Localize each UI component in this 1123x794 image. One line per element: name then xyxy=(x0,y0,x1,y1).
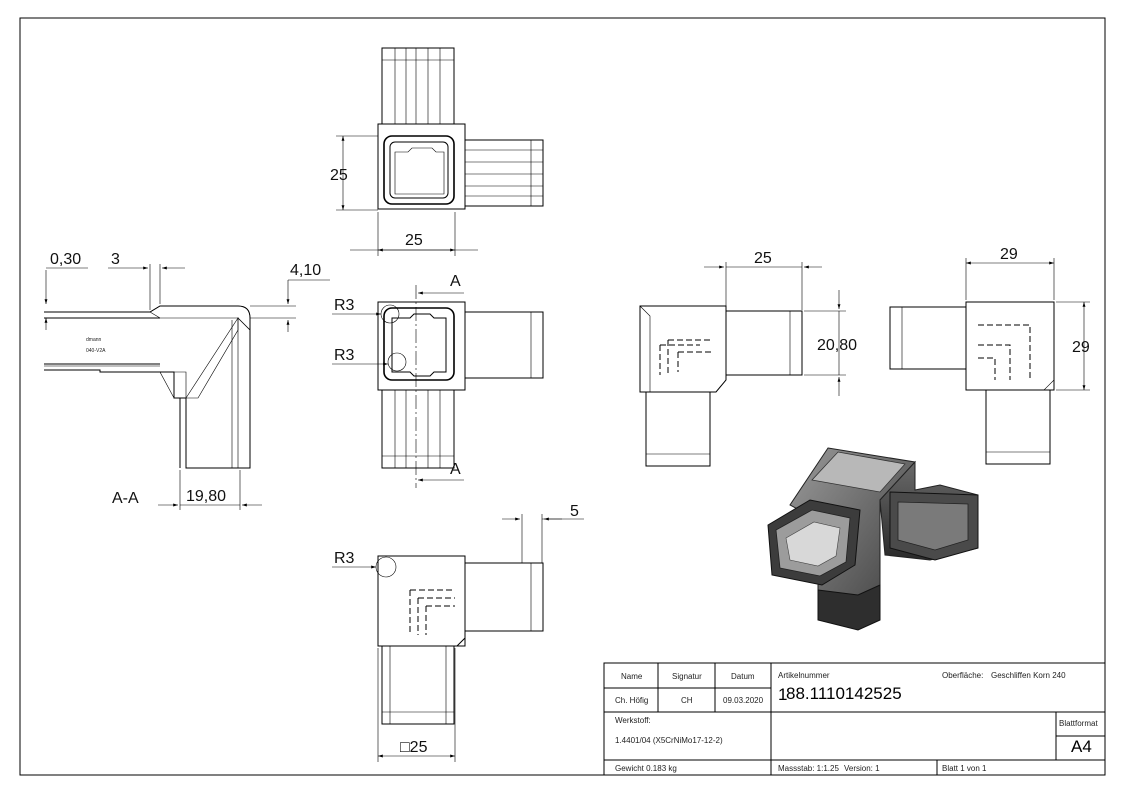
tb-datum: 09.03.2020 xyxy=(723,696,764,705)
tb-name: Ch. Höfig xyxy=(615,696,648,705)
side-view: 25 20,80 xyxy=(639,250,857,467)
dim-top-height: 25 xyxy=(330,167,348,184)
tb-artikel-prefix: 1 xyxy=(778,685,787,704)
dim-bottom-offset: 5 xyxy=(570,503,579,520)
tb-header-name: Name xyxy=(621,672,643,681)
sheet-border xyxy=(19,17,1106,776)
tb-werkstoff-value: 1.4401/04 (X5CrNiMo17-12-2) xyxy=(615,736,723,745)
dim-section-t3: 4,10 xyxy=(290,262,321,279)
tb-massstab: Massstab: 1:1.25 xyxy=(778,764,839,773)
tb-signatur: CH xyxy=(681,696,693,705)
section-view: dmann 040-V2A 0,30 3 4,10 19,80 A-A xyxy=(44,251,330,510)
section-label: A-A xyxy=(112,490,139,507)
engrave-text-1: dmann xyxy=(86,337,102,343)
tb-blattformat-value: A4 xyxy=(1071,737,1092,756)
bottom-view: R3 5 □25 xyxy=(332,503,584,762)
dim-section-t1: 0,30 xyxy=(50,251,81,268)
dim-right-height: 29 xyxy=(1072,339,1090,356)
tb-blattformat-label: Blattformat xyxy=(1059,719,1098,728)
dim-section-t2: 3 xyxy=(111,251,120,268)
tb-header-signatur: Signatur xyxy=(672,672,702,681)
tb-artikel-label: Artikelnummer xyxy=(778,671,830,680)
tb-oberflaeche-value: Geschliffen Korn 240 xyxy=(991,671,1066,680)
tb-blatt: Blatt 1 von 1 xyxy=(942,764,987,773)
cut-label-top: A xyxy=(450,273,461,290)
dim-top-width: 25 xyxy=(405,232,423,249)
tb-gewicht: Gewicht 0.183 kg xyxy=(615,764,677,773)
tb-header-datum: Datum xyxy=(731,672,755,681)
engrave-text-2: 040-V2A xyxy=(86,348,106,354)
top-view: 25 25 xyxy=(330,47,544,256)
dim-side-height: 20,80 xyxy=(817,337,857,354)
title-block: Name Signatur Datum Ch. Höfig CH 09.03.2… xyxy=(603,662,1106,776)
dim-side-width: 25 xyxy=(754,250,772,267)
dim-bottom-square: □25 xyxy=(400,739,428,756)
dim-section-bottom: 19,80 xyxy=(186,488,226,505)
tb-werkstoff-label: Werkstoff: xyxy=(615,716,651,725)
tb-artikel-value: 88.1110142525 xyxy=(786,684,902,703)
radius-label-1: R3 xyxy=(334,297,355,314)
isometric-render xyxy=(767,447,979,631)
front-view: A A R3 R3 xyxy=(332,273,544,488)
dim-right-width: 29 xyxy=(1000,246,1018,263)
radius-label-3: R3 xyxy=(334,550,355,567)
cut-label-bottom: A xyxy=(450,461,461,478)
tb-oberflaeche-label: Oberfläche: xyxy=(942,671,983,680)
radius-label-2: R3 xyxy=(334,347,355,364)
right-view: 29 29 xyxy=(889,246,1090,465)
tb-version: Version: 1 xyxy=(844,764,880,773)
